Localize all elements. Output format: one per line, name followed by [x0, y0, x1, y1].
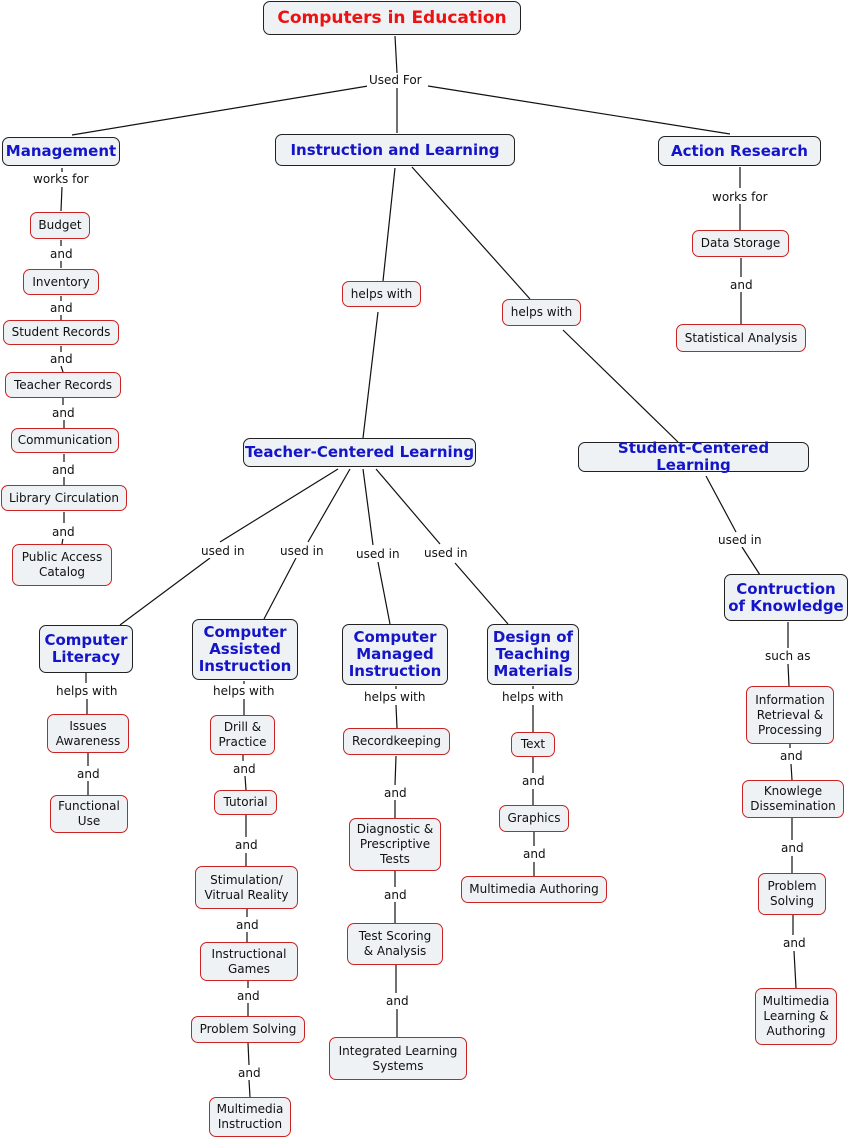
link-and: and	[50, 406, 77, 420]
link-and: and	[233, 838, 260, 852]
link-and: and	[384, 994, 411, 1008]
concept-tutorial: Tutorial	[214, 790, 277, 815]
link-used-for: Used For	[367, 73, 424, 87]
concept-design-of-teaching-materials: Design of Teaching Materials	[487, 624, 579, 685]
link-and: and	[50, 463, 77, 477]
concept-helps-with-left: helps with	[342, 281, 421, 307]
link-and: and	[778, 749, 805, 763]
concept-test-scoring-analysis: Test Scoring & Analysis	[347, 923, 443, 965]
link-used-in: used in	[422, 546, 470, 560]
concept-information-retrieval: Information Retrieval & Processing	[746, 686, 834, 744]
concept-integrated-learning-systems: Integrated Learning Systems	[329, 1037, 467, 1080]
link-works-for-management: works for	[31, 172, 91, 186]
concept-issues-awareness: Issues Awareness	[47, 714, 129, 753]
concept-management: Management	[2, 137, 120, 166]
root-concept: Computers in Education	[263, 1, 521, 35]
concept-inventory: Inventory	[23, 269, 99, 295]
link-and: and	[781, 936, 808, 950]
concept-action-research: Action Research	[658, 136, 821, 166]
concept-recordkeeping: Recordkeeping	[343, 728, 450, 755]
concept-graphics: Graphics	[499, 805, 569, 832]
concept-helps-with-right: helps with	[502, 299, 581, 326]
concept-construction-of-knowledge: Contruction of Knowledge	[724, 574, 848, 621]
link-and: and	[48, 247, 75, 261]
link-and: and	[521, 847, 548, 861]
link-and: and	[234, 918, 261, 932]
concept-public-access-catalog: Public Access Catalog	[12, 544, 112, 586]
link-works-for-action-research: works for	[710, 190, 770, 204]
concept-computer-assisted-instruction: Computer Assisted Instruction	[192, 619, 298, 680]
link-helps-with: helps with	[362, 690, 428, 704]
concept-library-circulation: Library Circulation	[1, 485, 127, 511]
link-used-in: used in	[354, 547, 402, 561]
link-used-in: used in	[199, 544, 247, 558]
concept-text: Text	[511, 732, 555, 757]
concept-instruction-learning: Instruction and Learning	[275, 134, 515, 166]
link-and: and	[382, 786, 409, 800]
concept-problem-solving-cai: Problem Solving	[191, 1016, 305, 1043]
link-helps-with: helps with	[500, 690, 566, 704]
concept-simulation-virtual-reality: Stimulation/ Vitrual Reality	[195, 866, 298, 909]
link-such-as: such as	[763, 649, 813, 663]
concept-student-centered-learning: Student-Centered Learning	[578, 440, 809, 474]
concept-teacher-centered-learning: Teacher-Centered Learning	[243, 438, 476, 467]
link-and: and	[48, 352, 75, 366]
concept-knowledge-dissemination: Knowlege Dissemination	[742, 780, 844, 818]
link-and: and	[382, 888, 409, 902]
concept-instructional-games: Instructional Games	[200, 942, 298, 981]
link-and: and	[75, 767, 102, 781]
concept-data-storage: Data Storage	[692, 230, 789, 257]
link-and: and	[48, 301, 75, 315]
link-and: and	[235, 989, 262, 1003]
link-used-in: used in	[278, 544, 326, 558]
concept-drill-practice: Drill & Practice	[210, 715, 275, 755]
concept-teacher-records: Teacher Records	[5, 372, 121, 398]
concept-multimedia-instruction: Multimedia Instruction	[209, 1097, 291, 1137]
link-and: and	[728, 278, 755, 292]
link-and: and	[779, 841, 806, 855]
concept-communication: Communication	[11, 428, 119, 453]
concept-student-records: Student Records	[3, 320, 119, 345]
concept-budget: Budget	[30, 212, 90, 239]
concept-multimedia-learning-authoring: Multimedia Learning & Authoring	[755, 988, 837, 1045]
link-and: and	[50, 525, 77, 539]
link-helps-with: helps with	[54, 684, 120, 698]
concept-computer-literacy: Computer Literacy	[39, 625, 133, 673]
link-used-in-student-centered: used in	[716, 533, 764, 547]
concept-computer-managed-instruction: Computer Managed Instruction	[342, 624, 448, 685]
concept-diagnostic-prescriptive-tests: Diagnostic & Prescriptive Tests	[349, 818, 441, 871]
link-and: and	[236, 1066, 263, 1080]
link-and: and	[231, 762, 258, 776]
link-helps-with: helps with	[211, 684, 277, 698]
concept-statistical-analysis: Statistical Analysis	[676, 324, 806, 352]
concept-problem-solving-scl: Problem Solving	[758, 873, 826, 915]
link-and: and	[520, 774, 547, 788]
concept-multimedia-authoring: Multimedia Authoring	[461, 876, 607, 903]
concept-functional-use: Functional Use	[50, 795, 128, 833]
